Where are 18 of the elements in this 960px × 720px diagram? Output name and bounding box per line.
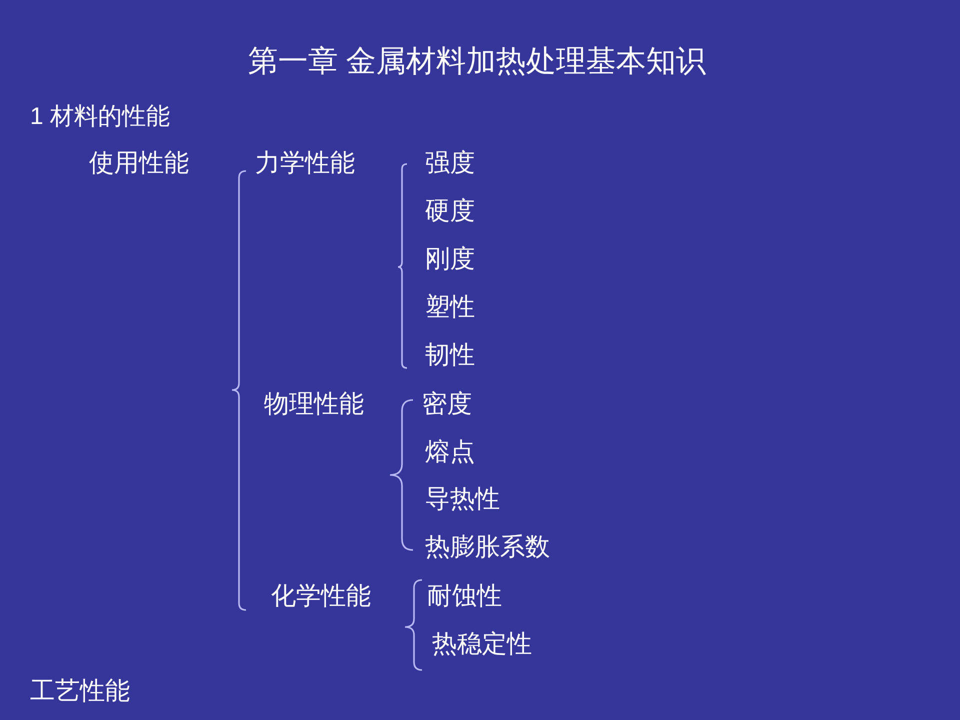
slide-title: 第一章 金属材料加热处理基本知识	[248, 45, 706, 80]
property-label: 热膨胀系数	[425, 533, 550, 562]
subcategory-label: 力学性能	[255, 149, 355, 178]
property-label: 硬度	[425, 197, 475, 226]
property-label: 熔点	[425, 438, 475, 467]
property-label: 导热性	[425, 485, 500, 514]
property-label: 耐蚀性	[427, 582, 502, 611]
category-label: 使用性能	[89, 149, 189, 178]
property-label: 强度	[425, 149, 475, 178]
property-label: 热稳定性	[432, 630, 532, 659]
property-label: 密度	[422, 390, 472, 419]
section-heading: 1 材料的性能	[30, 102, 170, 130]
property-label: 刚度	[425, 245, 475, 274]
property-label: 塑性	[425, 293, 475, 322]
subcategory-label: 化学性能	[271, 582, 371, 611]
property-label: 韧性	[425, 341, 475, 370]
section-heading: 工艺性能	[30, 677, 130, 706]
subcategory-label: 物理性能	[264, 390, 364, 419]
